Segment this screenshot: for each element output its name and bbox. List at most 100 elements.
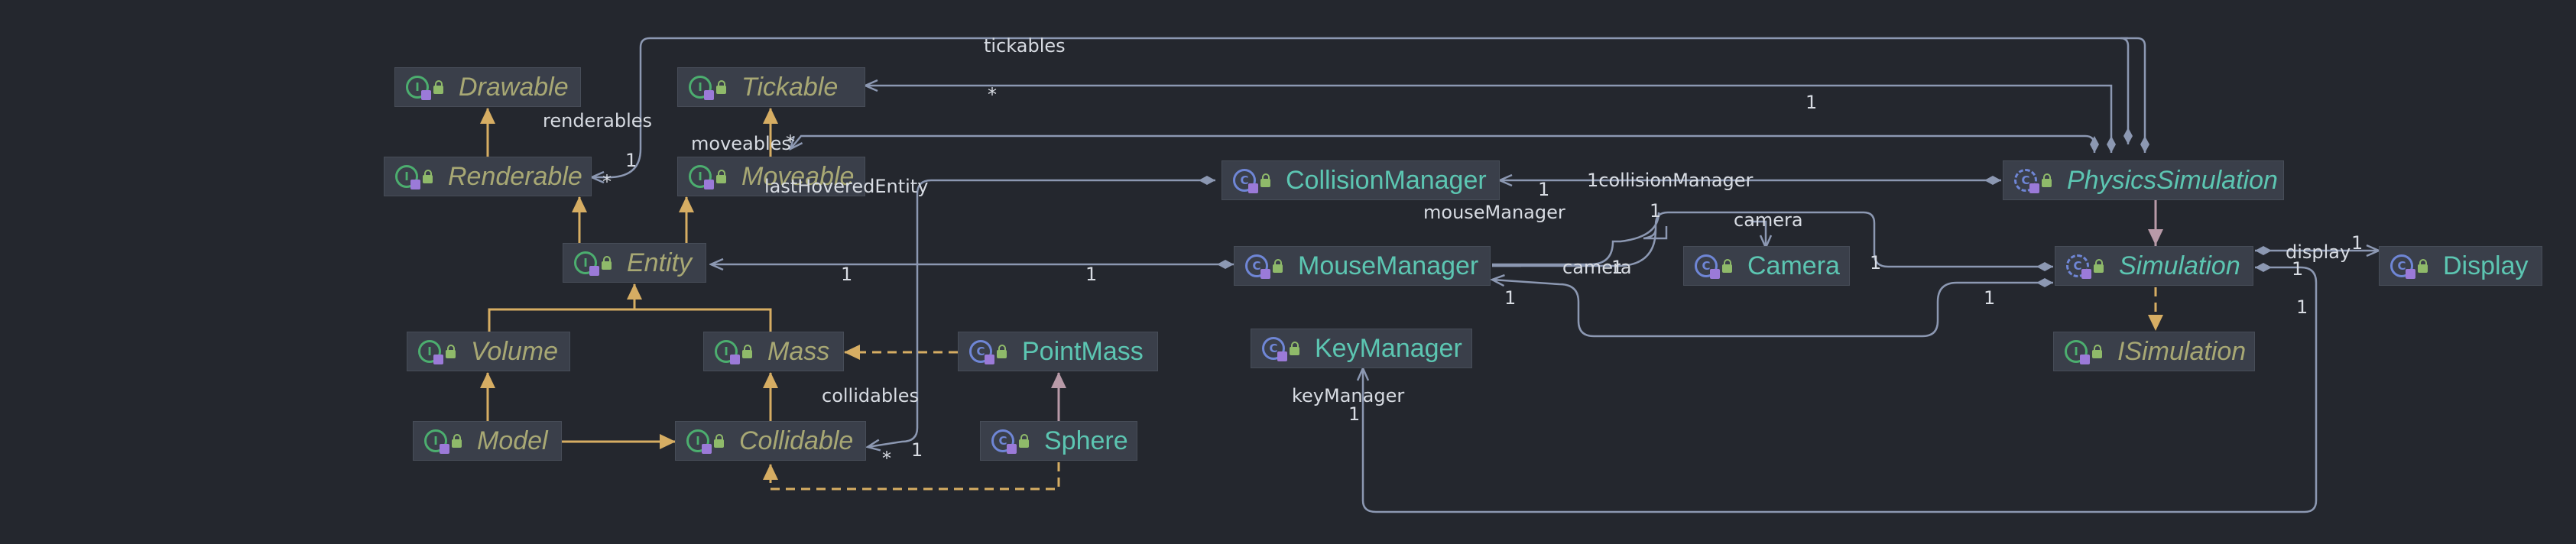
node-label: Camera xyxy=(1747,251,1840,280)
node-keymanager[interactable]: C KeyManager xyxy=(1251,329,1472,368)
node-entity[interactable]: I Entity xyxy=(563,243,706,283)
edge-label-lasthoveredentity: lastHoveredEntity xyxy=(764,176,929,197)
lock-icon xyxy=(2418,258,2428,273)
sphere-implements-collidable xyxy=(763,462,1060,491)
class-icon: C xyxy=(1245,254,1270,279)
class-icon: C xyxy=(991,429,1017,454)
node-label: KeyManager xyxy=(1315,333,1462,363)
keymanager-assoc xyxy=(1363,267,2318,513)
edge-label-multiplicity: 1 xyxy=(1870,252,1882,274)
node-label: Collidable xyxy=(739,426,854,455)
class-icon: C xyxy=(1695,254,1720,279)
interface-icon: I xyxy=(395,165,420,189)
edge-label-multiplicity: * xyxy=(786,131,795,153)
node-label: PointMass xyxy=(1022,336,1144,366)
lock-icon xyxy=(1722,258,1732,273)
tickables-line xyxy=(592,37,2145,177)
node-mass[interactable]: I Mass xyxy=(703,332,844,371)
abstract-class-icon: C xyxy=(2014,169,2039,193)
lock-icon xyxy=(446,344,456,358)
node-sphere[interactable]: C Sphere xyxy=(980,421,1137,461)
node-drawable[interactable]: I Drawable xyxy=(394,67,581,107)
mass-extends-entity xyxy=(634,308,772,332)
node-label: Model xyxy=(477,426,548,455)
lock-icon xyxy=(1019,433,1029,448)
node-label: Simulation xyxy=(2119,251,2240,280)
edge-label-camera: camera xyxy=(1734,209,1803,231)
node-label: PhysicsSimulation xyxy=(2067,165,2278,195)
collidables-assoc xyxy=(868,180,1215,447)
lock-icon xyxy=(716,169,726,183)
lock-icon xyxy=(2092,344,2102,358)
interface-icon: I xyxy=(424,429,449,454)
moveables-line xyxy=(790,134,2094,153)
node-moveable[interactable]: I Moveable xyxy=(677,157,865,196)
abstract-class-icon: C xyxy=(2066,254,2091,279)
lock-icon xyxy=(1273,258,1283,273)
edge-label-multiplicity: * xyxy=(882,448,891,469)
node-label: Tickable xyxy=(741,72,839,102)
node-volume[interactable]: I Volume xyxy=(407,332,570,371)
node-collisionmanager[interactable]: C CollisionManager xyxy=(1221,160,1500,200)
node-display[interactable]: C Display xyxy=(2379,246,2542,286)
edge-label-multiplicity: 1 xyxy=(2292,258,2304,280)
node-label: Volume xyxy=(471,336,559,366)
edge-label-display: display xyxy=(2286,241,2351,263)
interface-icon: I xyxy=(686,429,712,454)
class-icon: C xyxy=(1262,337,1287,361)
node-label: MouseManager xyxy=(1298,251,1479,280)
edge-label-renderables: renderables xyxy=(543,110,653,131)
interface-icon: I xyxy=(2065,340,2090,364)
class-icon: C xyxy=(969,340,994,364)
interface-icon: I xyxy=(715,340,740,364)
edge-label-multiplicity: 1 xyxy=(1984,287,1996,309)
solid-realization-edges xyxy=(1051,200,2163,421)
tickables-assoc xyxy=(2120,37,2133,144)
interface-icon: I xyxy=(689,76,714,100)
realization-edges xyxy=(763,287,2163,491)
lock-icon xyxy=(1290,341,1299,355)
edge-label-multiplicity: 1 xyxy=(1611,257,1624,278)
edge-label-moveables: moveables xyxy=(691,133,791,154)
lock-icon xyxy=(423,169,433,183)
edge-label-multiplicity: 1 xyxy=(1348,403,1361,425)
tickables-to-tickable xyxy=(865,86,2111,153)
simulation-to-mouse xyxy=(1492,280,2053,338)
lock-icon xyxy=(2042,173,2052,187)
node-mousemanager[interactable]: C MouseManager xyxy=(1234,246,1491,286)
lock-icon xyxy=(997,344,1007,358)
association-edges xyxy=(592,37,2379,513)
lock-icon xyxy=(742,344,752,358)
lock-icon xyxy=(433,79,443,94)
edge-label-multiplicity: 1 xyxy=(2351,232,2363,254)
node-label: Display xyxy=(2443,251,2529,280)
interface-icon: I xyxy=(418,340,443,364)
edge-label-tickables: tickables xyxy=(984,35,1066,57)
camera-arrow xyxy=(1750,220,1766,248)
edge-label-multiplicity: 1 xyxy=(2296,296,2308,318)
node-model[interactable]: I Model xyxy=(413,421,562,461)
lock-icon xyxy=(1260,173,1270,187)
node-label: CollisionManager xyxy=(1286,165,1487,195)
node-isimulation[interactable]: I ISimulation xyxy=(2053,332,2255,371)
class-icon: C xyxy=(1233,169,1258,193)
edge-label-multiplicity: 1 xyxy=(625,150,638,171)
lock-icon xyxy=(602,255,612,270)
edge-label-multiplicity: 1 xyxy=(1504,287,1517,309)
node-label: Renderable xyxy=(448,161,582,191)
lock-icon xyxy=(452,433,462,448)
node-camera[interactable]: C Camera xyxy=(1683,246,1850,286)
node-label: Sphere xyxy=(1044,426,1128,455)
node-collidable[interactable]: I Collidable xyxy=(675,421,866,461)
node-simulation[interactable]: C Simulation xyxy=(2055,246,2253,286)
interface-icon: I xyxy=(406,76,431,100)
lock-icon xyxy=(716,79,726,94)
interface-icon: I xyxy=(574,251,599,276)
node-renderable[interactable]: I Renderable xyxy=(384,157,592,196)
edge-label-multiplicity: 1 xyxy=(1805,92,1818,113)
node-physicssimulation[interactable]: C PhysicsSimulation xyxy=(2003,160,2284,200)
node-pointmass[interactable]: C PointMass xyxy=(958,332,1158,371)
edge-label-camera: camera xyxy=(1562,257,1632,278)
node-tickable[interactable]: I Tickable xyxy=(677,67,865,107)
